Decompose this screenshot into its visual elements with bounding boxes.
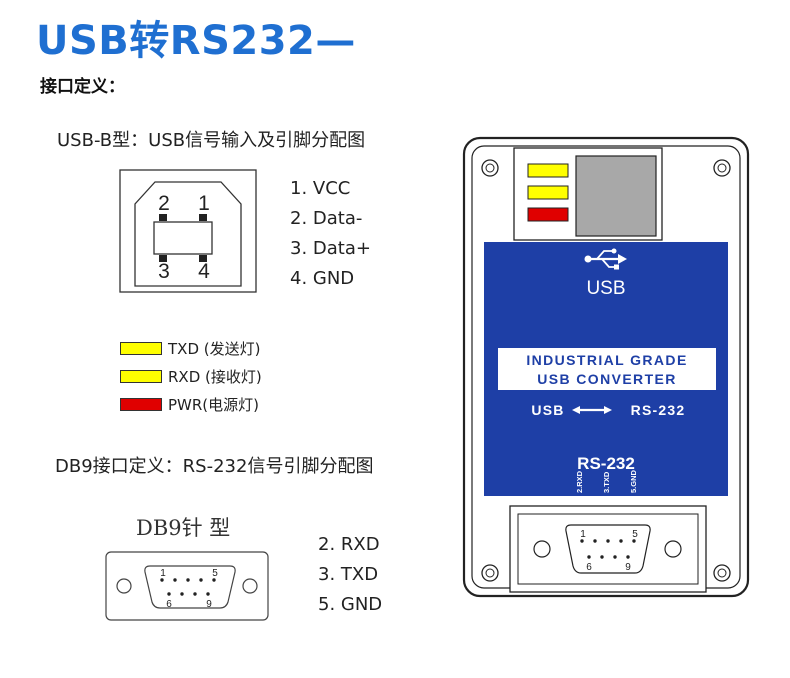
db9-pin-number: 5 bbox=[212, 568, 218, 579]
usb-pin-number: 3 bbox=[158, 260, 170, 283]
legend-label: TXD (发送灯) bbox=[168, 339, 261, 358]
rs232-port-label: RS-232 bbox=[577, 454, 635, 473]
badge-line-2: USB CONVERTER bbox=[537, 371, 677, 387]
device-db9-pin-number: 9 bbox=[625, 562, 631, 573]
mounting-screw-icon bbox=[481, 564, 499, 582]
usb-pin-item: 4. GND bbox=[290, 268, 355, 289]
db9-pin-list: 2. RXD 3. TXD 5. GND bbox=[318, 530, 382, 620]
db9-pin-number: 9 bbox=[206, 599, 212, 610]
db9-pin-item: 2. RXD bbox=[318, 534, 380, 555]
device-db9-pin-number: 5 bbox=[632, 529, 638, 540]
usb-b-port bbox=[575, 155, 657, 237]
db9-pin-number: 1 bbox=[160, 568, 166, 579]
db9-section-title: DB9接口定义：RS-232信号引脚分配图 bbox=[55, 456, 374, 477]
converter-device-illustration: USB INDUSTRIAL GRADE USB CONVERTER USB R… bbox=[462, 136, 750, 598]
device-db9-pin-number: 6 bbox=[586, 562, 592, 573]
industrial-grade-badge bbox=[498, 348, 716, 390]
legend-item-txd: TXD (发送灯) bbox=[120, 336, 260, 360]
led-swatch bbox=[120, 341, 162, 355]
mounting-screw-icon bbox=[481, 159, 499, 177]
bidirectional-arrow-icon bbox=[572, 406, 612, 414]
usb-b-connector-diagram: 2 1 3 4 bbox=[119, 169, 257, 293]
usb-port-label: USB bbox=[586, 278, 625, 299]
badge-line-1: INDUSTRIAL GRADE bbox=[526, 352, 687, 368]
conversion-target-label: RS-232 bbox=[631, 402, 686, 418]
usb-pin-number: 2 bbox=[158, 192, 170, 215]
db9-pin-number: 6 bbox=[166, 599, 172, 610]
rxd-led bbox=[527, 185, 569, 200]
usb-pin-list: 1. VCC 2. Data- 3. Data+ 4. GND bbox=[290, 174, 371, 294]
legend-item-rxd: RXD (接收灯) bbox=[120, 364, 262, 388]
device-db9-pin-number: 1 bbox=[580, 529, 586, 540]
mounting-screw-icon bbox=[713, 564, 731, 582]
txd-led bbox=[527, 163, 569, 178]
led-swatch bbox=[120, 397, 162, 411]
device-pin-label: 2.RXD bbox=[575, 470, 584, 493]
legend-label: PWR(电源灯) bbox=[168, 395, 260, 414]
db9-type-label: DB9针 型 bbox=[136, 516, 231, 540]
device-pin-label: 5.GND bbox=[629, 469, 638, 493]
page-title: USB转RS232— bbox=[36, 18, 356, 64]
legend-label: RXD (接收灯) bbox=[168, 367, 262, 386]
usb-pin-item: 3. Data+ bbox=[290, 238, 371, 259]
usb-pin-number: 4 bbox=[198, 260, 210, 283]
mounting-screw-icon bbox=[713, 159, 731, 177]
usb-pin-item: 2. Data- bbox=[290, 208, 363, 229]
interface-definition-heading: 接口定义： bbox=[40, 77, 125, 97]
device-pin-label: 3.TXD bbox=[602, 471, 611, 493]
db9-pin-item: 3. TXD bbox=[318, 564, 379, 585]
conversion-source-label: USB bbox=[531, 402, 564, 418]
db9-pin-item: 5. GND bbox=[318, 594, 383, 615]
led-swatch bbox=[120, 369, 162, 383]
pwr-led bbox=[527, 207, 569, 222]
usb-symbol-icon bbox=[584, 248, 627, 270]
usb-b-section-title: USB-B型：USB信号输入及引脚分配图 bbox=[57, 130, 366, 151]
legend-item-pwr: PWR(电源灯) bbox=[120, 392, 259, 416]
usb-pin-item: 1. VCC bbox=[290, 178, 351, 199]
usb-pin-number: 1 bbox=[198, 192, 210, 215]
db9-connector-diagram: 1 5 6 9 bbox=[105, 551, 269, 621]
